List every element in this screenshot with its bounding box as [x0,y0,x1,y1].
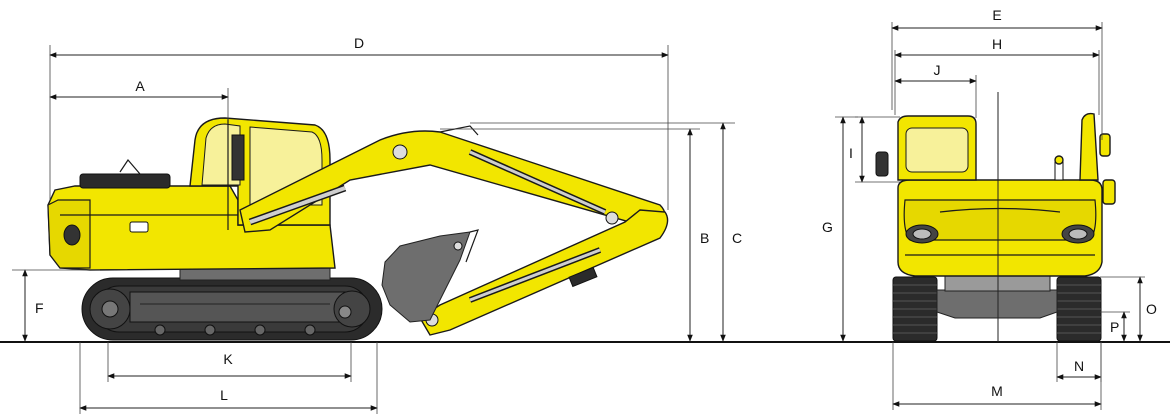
label-h: H [992,36,1002,52]
label-n: N [1074,358,1084,374]
label-c: C [732,230,742,246]
label-k: K [223,351,233,367]
rear-undercarriage [936,289,1058,319]
label-i: I [849,145,853,161]
label-l: L [220,387,228,403]
label-f: F [35,300,44,316]
label-d: D [354,35,364,51]
label-g: G [822,219,833,235]
label-p: P [1110,319,1119,335]
label-j: J [934,62,941,78]
excavator-rear-view [875,92,1116,342]
engine-hood [79,173,171,189]
label-b: B [700,230,709,246]
bucket [381,231,471,323]
label-m: M [991,383,1003,399]
label-a: A [135,78,145,94]
rear-view-dimensions: E H J I G O P N M [822,7,1157,410]
boom [239,130,666,233]
side-track [81,277,383,341]
excavator-side-view [47,117,669,341]
label-e: E [992,7,1001,23]
side-view-dimensions: D A B C F K L [12,35,742,414]
label-o: O [1146,301,1157,317]
